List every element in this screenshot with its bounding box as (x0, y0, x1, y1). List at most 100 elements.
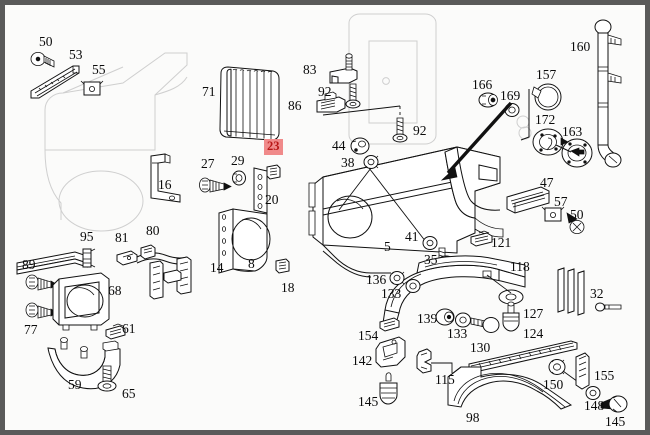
callout-50: 50 (39, 34, 53, 49)
callout-142: 142 (352, 353, 373, 368)
callout-38: 38 (341, 155, 355, 170)
part-32-pin (595, 302, 622, 312)
callout-154: 154 (358, 328, 379, 343)
diagram-canvas: 50 53 55 71 83 92 86 92 166 169 157 160 … (5, 5, 645, 430)
callout-95: 95 (80, 229, 94, 244)
callout-124: 124 (523, 326, 544, 341)
callout-121: 121 (491, 235, 512, 250)
callout-130: 130 (470, 340, 491, 355)
callout-115: 115 (435, 372, 455, 387)
part-148-washer (585, 386, 601, 400)
callout-59: 59 (68, 377, 82, 392)
part-157-ring (531, 83, 562, 111)
part-77-screw (25, 302, 58, 319)
part-133b-washer (455, 312, 471, 328)
part-145b-screw (600, 395, 628, 413)
part-166-bushing (478, 92, 498, 108)
part-65-screw (97, 365, 117, 392)
part-121-clip (470, 230, 493, 247)
callout-98: 98 (466, 410, 480, 425)
part-44-nut (350, 137, 370, 155)
callout-65: 65 (122, 386, 136, 401)
part-172-disc (532, 128, 564, 156)
callout-47: 47 (540, 175, 554, 190)
callout-20: 20 (265, 192, 279, 207)
callout-29: 29 (231, 153, 245, 168)
part-71-grille (219, 66, 280, 141)
callout-16: 16 (158, 177, 172, 192)
callout-169: 169 (500, 88, 521, 103)
part-115-bracket (416, 348, 432, 374)
callout-arrow (440, 101, 513, 181)
part-98-flare (447, 366, 573, 410)
part-150-washer (548, 359, 566, 375)
callout-55: 55 (92, 62, 106, 77)
part-154-clip (379, 317, 400, 332)
callout-172: 172 (535, 112, 556, 127)
callout-81: 81 (115, 230, 129, 245)
callout-89: 89 (22, 257, 36, 272)
callout-8: 8 (248, 256, 255, 271)
leader-44 (338, 167, 372, 211)
part-20-bracket (253, 167, 268, 214)
callout-27: 27 (201, 156, 215, 171)
part-145-grommet (379, 372, 398, 405)
callout-163: 163 (562, 124, 583, 139)
parts-artwork (16, 13, 628, 413)
callout-127: 127 (523, 306, 544, 321)
callout-80: 80 (146, 223, 160, 238)
part-124-grommet (502, 301, 520, 332)
callout-61: 61 (122, 321, 136, 336)
callout-157: 157 (536, 67, 557, 82)
callout-32: 32 (590, 286, 604, 301)
part-18-clip (275, 258, 290, 274)
part-27-screw (199, 177, 232, 193)
part-130-bolt (470, 317, 500, 333)
callout-14: 14 (210, 260, 224, 275)
part-95-clip (82, 248, 96, 268)
callout-71: 71 (202, 84, 216, 99)
callout-133b: 133 (447, 326, 468, 341)
callout-155: 155 (594, 368, 615, 383)
callout-136: 136 (366, 272, 387, 287)
part-86-clip (316, 91, 346, 113)
leader-86-to-body (322, 105, 401, 116)
part-32-strips (557, 267, 585, 316)
callout-5: 5 (384, 239, 391, 254)
part-61-clip (105, 323, 126, 340)
callout-44: 44 (332, 138, 346, 153)
callout-148: 148 (584, 398, 605, 413)
part-92b-screw (392, 117, 408, 143)
callout-41: 41 (405, 229, 419, 244)
part-47-vent (506, 186, 550, 214)
part-23-clip (266, 164, 281, 180)
callout-92b: 92 (413, 123, 427, 138)
callout-68: 68 (108, 283, 122, 298)
callout-57: 57 (554, 194, 568, 209)
part-59-valance (47, 337, 121, 390)
part-92a-screw (345, 83, 361, 109)
leader-38-41 (368, 167, 427, 243)
part-57-clip (541, 206, 565, 222)
callout-145: 145 (358, 394, 379, 409)
part-68-bezel (52, 272, 110, 331)
callout-139: 139 (417, 311, 438, 326)
diagram-frame: 50 53 55 71 83 92 86 92 166 169 157 160 … (5, 5, 645, 430)
part-160-rod (594, 19, 622, 168)
part-16-bracket (150, 153, 181, 203)
callout-145b: 145 (605, 414, 626, 429)
part-133-washer (405, 279, 421, 293)
part-139-bushing (435, 308, 455, 326)
part-136-washer (389, 271, 405, 285)
part-50b-screw (566, 212, 585, 234)
callout-23-highlighted[interactable]: 23 (264, 139, 283, 155)
part-50-screw (30, 52, 55, 68)
callout-86: 86 (288, 98, 302, 113)
callout-166: 166 (472, 77, 493, 92)
part-41-washer (422, 236, 438, 250)
callout-83: 83 (303, 62, 317, 77)
part-81-80-harness (116, 244, 192, 300)
leader-127 (486, 274, 512, 294)
callout-150: 150 (543, 377, 564, 392)
